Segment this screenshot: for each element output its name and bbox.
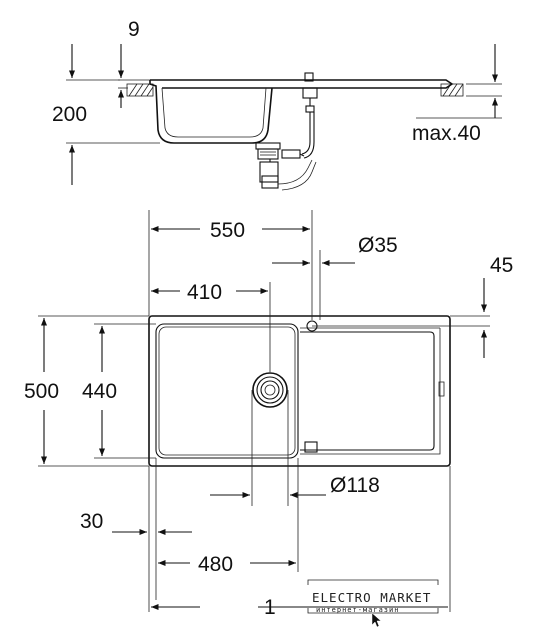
sink-outline <box>148 315 451 467</box>
dim-length-label: 550 <box>210 219 245 242</box>
dim-edge-label: 45 <box>490 254 513 277</box>
bowl-profile <box>149 80 273 144</box>
dim-bowl-width-label: 440 <box>82 380 117 403</box>
dim-total-label: 1 <box>264 596 276 619</box>
dim-margin-label: 30 <box>80 510 103 533</box>
countertop-right-hatch <box>440 83 464 97</box>
top-view: 550 Ø35 45 410 500 440 Ø118 <box>24 210 513 619</box>
watermark-name: ELECTRO MARKET <box>312 590 431 605</box>
tap-fitting <box>304 72 314 82</box>
drainboard <box>300 331 435 451</box>
countertop-left-hatch <box>126 83 154 97</box>
side-view: 9 200 max.40 <box>52 18 502 191</box>
edge-slot <box>438 381 445 397</box>
bowl <box>155 323 299 459</box>
drain-strainer <box>252 372 288 408</box>
overflow-hose <box>301 112 311 155</box>
dim-rim-label: 9 <box>128 18 140 41</box>
overflow <box>304 441 318 453</box>
dim-width-label: 500 <box>24 380 59 403</box>
dim-cutout-label: 480 <box>198 553 233 576</box>
watermark-logo: ELECTRO MARKET интернет-магазин <box>307 579 439 614</box>
dim-depth-label: 200 <box>52 103 87 126</box>
sink-rim <box>150 79 454 89</box>
cursor-icon <box>371 612 382 628</box>
dim-bowl-offset-label: 410 <box>187 281 222 304</box>
siphon <box>255 142 305 189</box>
dim-tap-hole-label: Ø35 <box>358 234 398 257</box>
dim-drain-label: Ø118 <box>330 474 380 497</box>
watermark-tagline: интернет-магазин <box>316 606 399 614</box>
dim-countertop-label: max.40 <box>412 122 481 145</box>
